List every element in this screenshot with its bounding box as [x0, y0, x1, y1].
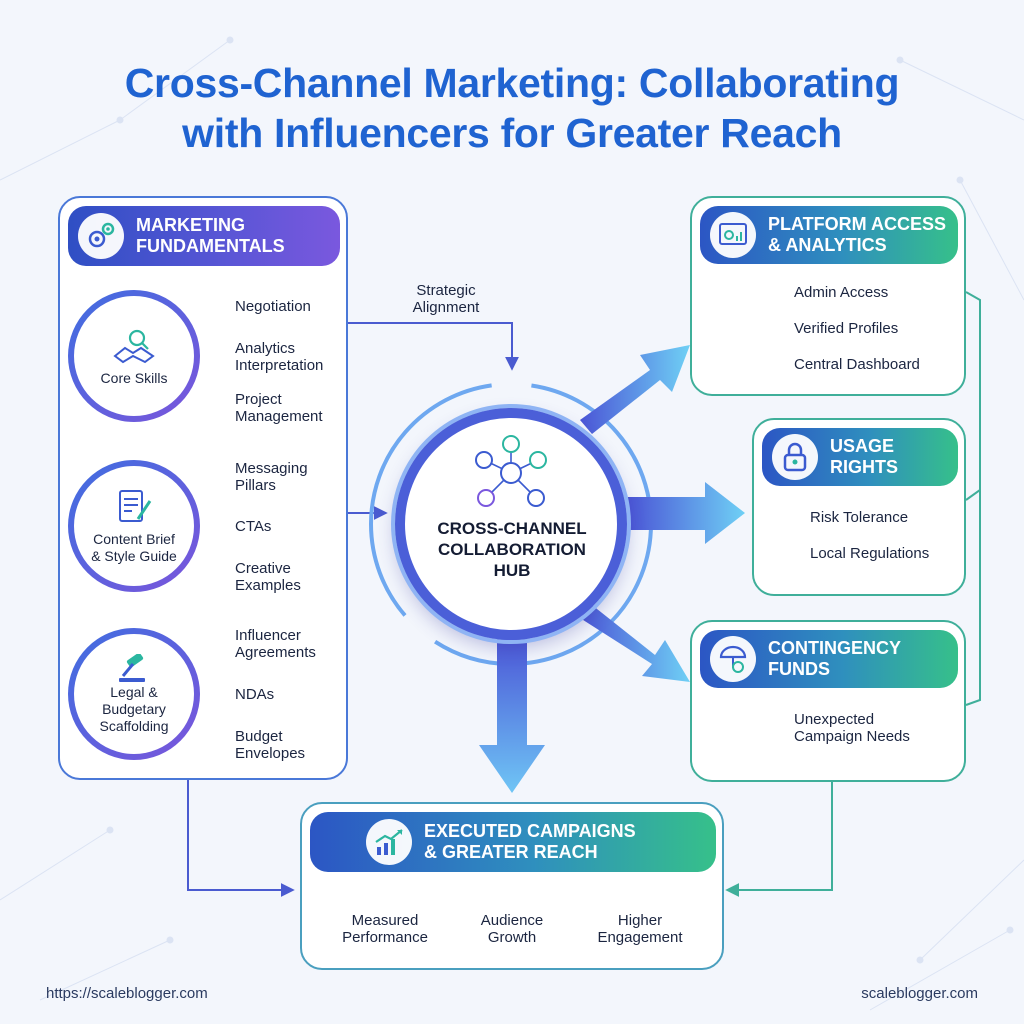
- legal-label-1: Legal &: [110, 683, 158, 700]
- item-risk-tolerance: Risk Tolerance: [810, 509, 909, 526]
- contingency-title-2: FUNDS: [768, 659, 830, 679]
- core-skills-node: Core Skills: [68, 290, 200, 422]
- background-network: [0, 36, 1024, 1011]
- footer-url-left[interactable]: https://scaleblogger.com: [46, 985, 208, 1002]
- footer-url-right[interactable]: scaleblogger.com: [861, 985, 978, 1002]
- item-local-regulations: Local Regulations: [810, 545, 930, 562]
- marketing-fundamentals-title-1: MARKETING: [136, 215, 245, 235]
- title-line-2: with Influencers for Greater Reach: [182, 110, 842, 156]
- content-brief-label-1: Content Brief: [93, 531, 175, 547]
- usage-rights-header: USAGE RIGHTS: [762, 428, 958, 486]
- title-line-1: Cross-Channel Marketing: Collaborating: [124, 60, 900, 106]
- item-verified-profiles: Verified Profiles: [794, 320, 899, 337]
- platform-title-2: & ANALYTICS: [768, 235, 887, 255]
- usage-title-1: USAGE: [830, 436, 895, 456]
- marketing-fundamentals-title-2: FUNDAMENTALS: [136, 236, 285, 256]
- item-ctas: CTAs: [235, 518, 272, 535]
- social-network-icon: [475, 435, 547, 507]
- legal-label-3: Scaffolding: [99, 717, 169, 734]
- umbrella-coins-icon: [710, 636, 756, 682]
- lock-icon: [772, 434, 818, 480]
- executed-campaigns-header: EXECUTED CAMPAIGNS & GREATER REACH: [310, 812, 716, 872]
- legal-label-2: Budgetary: [102, 700, 166, 717]
- content-brief-label-2: & Style Guide: [91, 548, 177, 564]
- handshake-search-icon: [113, 329, 155, 363]
- document-pen-icon: [119, 490, 152, 522]
- legal-budgetary-node: Legal & Budgetary Scaffolding: [68, 628, 200, 760]
- executed-title-2: & GREATER REACH: [424, 842, 598, 862]
- core-skills-label: Core Skills: [100, 369, 168, 386]
- gears-icon: [78, 213, 124, 259]
- executed-title-1: EXECUTED CAMPAIGNS: [424, 821, 636, 841]
- dashboard-icon: [710, 212, 756, 258]
- marketing-fundamentals-header: MARKETING FUNDAMENTALS: [68, 206, 340, 266]
- gavel-icon: [119, 653, 145, 682]
- growth-chart-icon: [366, 819, 412, 865]
- contingency-funds-header: CONTINGENCY FUNDS: [700, 630, 958, 688]
- collaboration-hub: [395, 408, 627, 640]
- usage-title-2: RIGHTS: [830, 457, 899, 477]
- content-brief-node: Content Brief & Style Guide: [68, 460, 200, 592]
- platform-access-header: PLATFORM ACCESS & ANALYTICS: [700, 206, 958, 264]
- item-ndas: NDAs: [235, 686, 275, 703]
- item-central-dashboard: Central Dashboard: [794, 356, 920, 373]
- contingency-title-1: CONTINGENCY: [768, 638, 902, 658]
- page-title: Cross-Channel Marketing: Collaborating w…: [0, 58, 1024, 158]
- platform-title-1: PLATFORM ACCESS: [768, 214, 946, 234]
- item-negotiation: Negotiation: [235, 298, 311, 315]
- hub-arrows: [479, 345, 745, 793]
- item-admin-access: Admin Access: [794, 284, 889, 301]
